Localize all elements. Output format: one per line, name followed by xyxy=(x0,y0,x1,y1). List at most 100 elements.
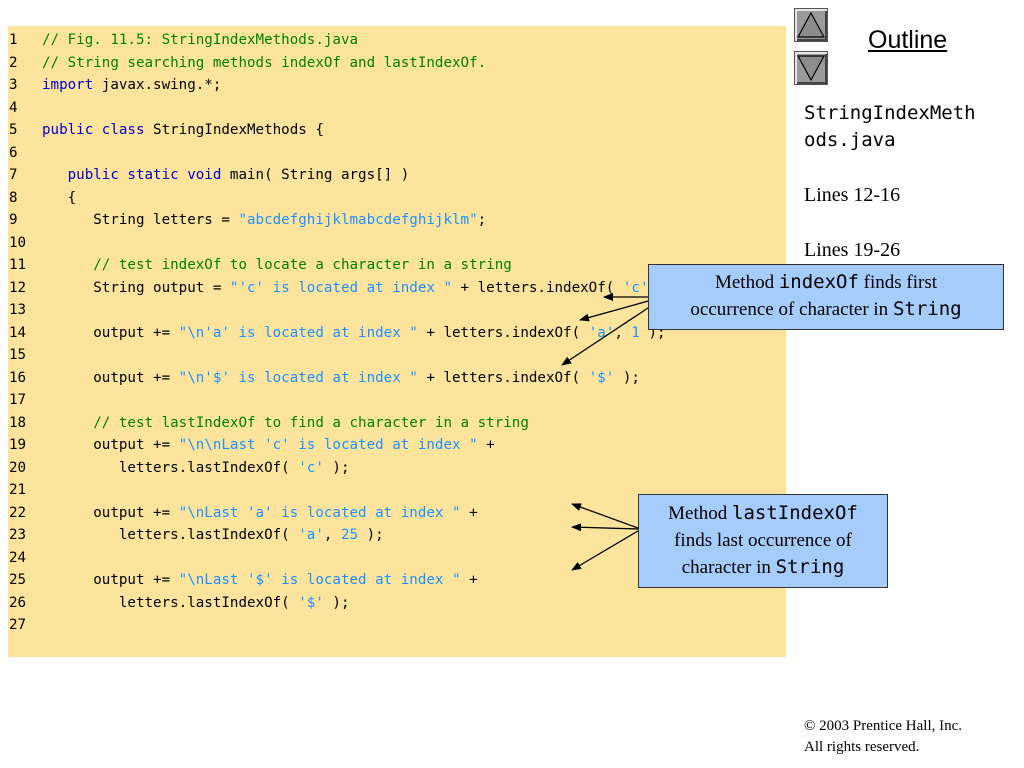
line-number: 25 xyxy=(9,572,27,588)
code-segment: output += xyxy=(42,572,179,588)
line-number: 3 xyxy=(9,77,18,93)
code-segment: letters.lastIndexOf( xyxy=(42,459,299,476)
copyright: © 2003 Prentice Hall, Inc. All rights re… xyxy=(804,716,962,758)
code-text: // test lastIndexOf to find a character … xyxy=(42,412,529,435)
code-text: letters.lastIndexOf( '$' ); xyxy=(42,592,350,615)
code-segment: output += xyxy=(42,437,179,453)
code-literal: "\n'a' is located at index " xyxy=(178,324,418,341)
code-literal: '$' xyxy=(298,594,324,611)
code-segment: + xyxy=(460,504,478,521)
code-comment: // Fig. 11.5: StringIndexMethods.java xyxy=(42,32,359,48)
triangle-up-icon xyxy=(796,11,826,38)
line-number: 4 xyxy=(9,99,18,116)
line-number: 26 xyxy=(9,594,27,611)
code-text: // test indexOf to locate a character in… xyxy=(42,254,512,277)
code-segment: output += xyxy=(42,369,179,386)
code-text: String letters = "abcdefghijklmabcdefghi… xyxy=(42,209,486,232)
code-literal: "'c' is located at index " xyxy=(229,279,453,296)
code-segment: main( String args[] ) xyxy=(221,167,410,183)
code-text: public class StringIndexMethods { xyxy=(42,119,324,142)
code-segment: output += xyxy=(42,504,179,521)
arrow-lastindexof-line-22 xyxy=(571,523,639,532)
code-literal: 'a' xyxy=(588,324,615,341)
code-text: { xyxy=(42,187,77,210)
arrow-lastindexof-line-25 xyxy=(571,530,639,571)
code-text: public static void main( String args[] ) xyxy=(42,164,410,187)
code-keyword: public static void xyxy=(67,167,222,183)
code-segment: StringIndexMethods { xyxy=(144,122,324,138)
callout-lastindexof: Method lastIndexOf finds last occurrence… xyxy=(638,494,888,588)
code-segment: + letters.indexOf( xyxy=(452,279,623,296)
code-text: import javax.swing.*; xyxy=(42,74,221,97)
code-literal: 'c' xyxy=(622,279,649,296)
arrow-lastindexof-line-19 xyxy=(571,503,639,529)
outline-title[interactable]: Outline xyxy=(868,26,948,54)
code-text: output += "\n\nLast 'c' is located at in… xyxy=(42,434,495,457)
code-comment: // String searching methods indexOf and … xyxy=(42,54,487,71)
arrow-indexof-line-16 xyxy=(561,303,655,366)
code-text: String output = "'c' is located at index… xyxy=(42,277,674,300)
line-number: 21 xyxy=(9,482,27,498)
next-slide-button[interactable] xyxy=(794,51,828,85)
line-number: 18 xyxy=(9,414,27,431)
code-segment: ; xyxy=(477,212,487,228)
line-number: 13 xyxy=(9,302,27,318)
outline-lines-12-16: Lines 12-16 xyxy=(804,184,901,206)
code-text: output += "\nLast 'a' is located at inde… xyxy=(42,502,478,525)
code-text: output += "\n'$' is located at index " +… xyxy=(42,367,640,390)
code-segment: + xyxy=(477,437,495,453)
line-number: 7 xyxy=(9,167,18,183)
line-number: 2 xyxy=(9,54,18,71)
callout-lastindexof-line-2: finds last occurrence of xyxy=(674,530,852,551)
code-comment: // test lastIndexOf to find a character … xyxy=(93,414,529,431)
code-literal: "\n'$' is located at index " xyxy=(178,369,418,386)
line-number: 15 xyxy=(9,347,27,363)
code-literal: 1 xyxy=(631,324,640,341)
callout-indexof: Method indexOf finds first occurrence of… xyxy=(648,264,1004,330)
code-segment: ); xyxy=(323,594,350,611)
code-segment: , xyxy=(614,324,632,341)
code-segment: String letters = xyxy=(42,212,239,228)
line-number: 1 xyxy=(9,32,18,48)
line-number: 14 xyxy=(9,324,27,341)
line-number: 20 xyxy=(9,459,27,476)
code-literal: '$' xyxy=(588,369,615,386)
code-comment: // test indexOf to locate a character in… xyxy=(93,257,512,273)
copyright-line-1: © 2003 Prentice Hall, Inc. xyxy=(804,718,963,734)
line-number: 27 xyxy=(9,617,27,633)
line-number: 22 xyxy=(9,504,27,521)
code-literal: "\n\nLast 'c' is located at index " xyxy=(178,437,478,453)
callout-indexof-line-1: Method indexOf finds first xyxy=(714,271,938,293)
code-panel: 1 // Fig. 11.5: StringIndexMethods.java 2 /… xyxy=(8,26,786,657)
outline-file-name: StringIndexMeth ods.java xyxy=(804,102,976,151)
callout-lastindexof-line-3: character in String xyxy=(681,556,845,578)
code-segment: letters.lastIndexOf( xyxy=(42,594,299,611)
callout-lastindexof-line-1: Method lastIndexOf xyxy=(668,502,858,524)
code-segment: , xyxy=(323,527,341,543)
outline-lines-19-26: Lines 19-26 xyxy=(804,239,901,261)
code-text: letters.lastIndexOf( 'c' ); xyxy=(42,457,350,480)
code-segment: + letters.indexOf( xyxy=(417,369,589,386)
code-segment: String output = xyxy=(42,279,230,296)
line-number: 5 xyxy=(9,122,18,138)
code-segment: ); xyxy=(358,527,384,543)
code-literal: 25 xyxy=(340,527,359,543)
code-keyword: public class xyxy=(42,122,145,138)
line-number: 11 xyxy=(9,257,27,273)
code-literal: 'c' xyxy=(298,459,324,476)
line-number: 23 xyxy=(9,527,27,543)
code-text: // Fig. 11.5: StringIndexMethods.java xyxy=(42,29,358,52)
line-number: 12 xyxy=(9,279,27,296)
line-number: 8 xyxy=(9,189,18,206)
line-number: 10 xyxy=(9,234,27,251)
previous-slide-button[interactable] xyxy=(794,8,828,42)
code-keyword: import xyxy=(42,77,94,93)
code-text: output += "\nLast '$' is located at inde… xyxy=(42,569,477,592)
line-number: 17 xyxy=(9,392,27,408)
code-text: letters.lastIndexOf( 'a', 25 ); xyxy=(42,524,384,547)
code-segment: { xyxy=(42,189,77,206)
line-number: 9 xyxy=(9,212,18,228)
code-segment: + letters.indexOf( xyxy=(417,324,589,341)
code-literal: "\nLast '$' is located at index " xyxy=(178,572,461,588)
